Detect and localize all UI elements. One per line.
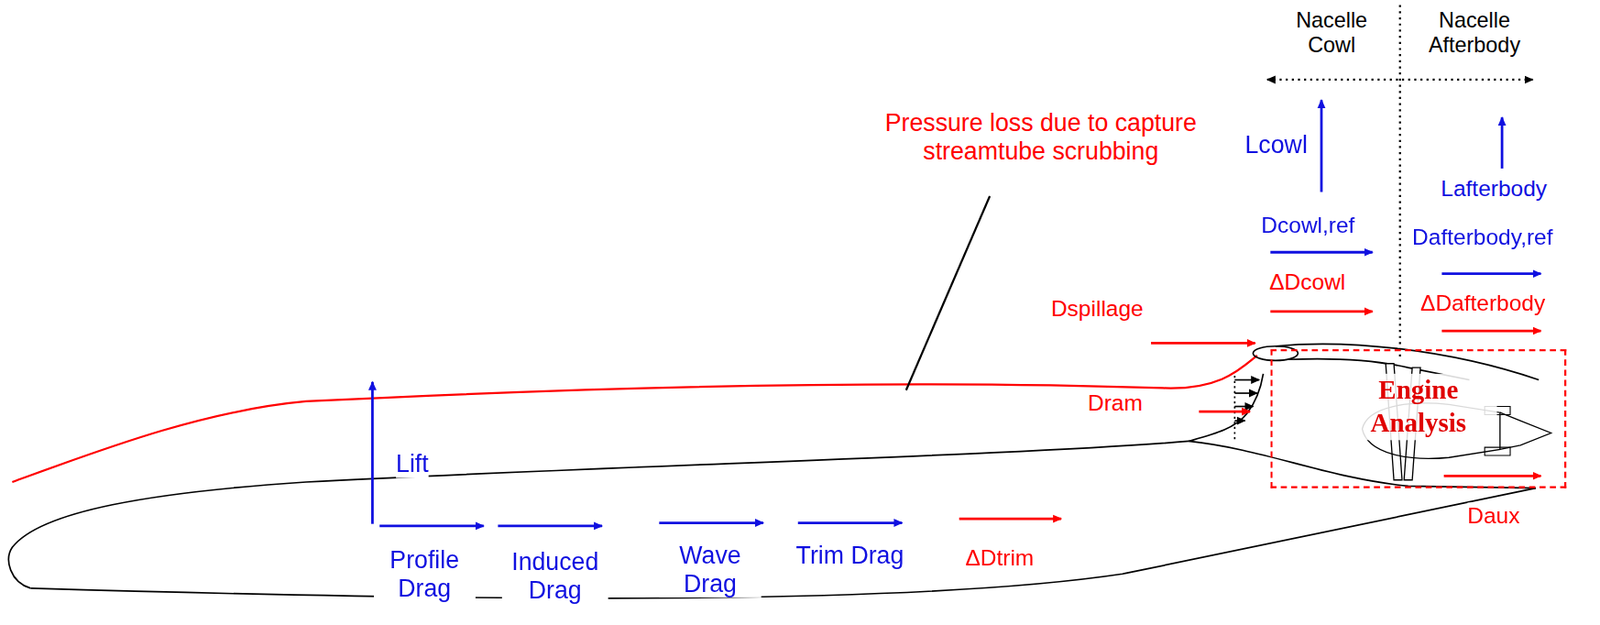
force-label: Daux	[1467, 502, 1520, 528]
force-label: ΔDcowl	[1269, 269, 1346, 296]
region-name: Nacelle Afterbody	[1408, 8, 1542, 58]
region-name: Nacelle Cowl	[1283, 8, 1381, 58]
force-label: Dafterbody,ref	[1412, 224, 1553, 251]
force-label: Dspillage	[1051, 295, 1144, 322]
analysis-boundary: Engine Analysis	[1270, 349, 1567, 489]
force-label: Dram	[1087, 390, 1143, 417]
force-label: Lift	[395, 449, 429, 478]
force-label: Induced Drag	[502, 547, 609, 603]
force-label: Lafterbody	[1440, 175, 1547, 202]
box-title: Engine Analysis	[1339, 373, 1497, 440]
force-label: ΔDtrim	[964, 545, 1034, 571]
force-label: Trim Drag	[796, 541, 905, 570]
force-label: Lcowl	[1244, 131, 1307, 160]
force-label: Wave Drag	[658, 541, 761, 598]
callout-note: Pressure loss due to capture streamtube …	[879, 108, 1203, 165]
force-label: Profile Drag	[373, 545, 476, 602]
force-label: Dcowl,ref	[1260, 212, 1355, 239]
force-label: ΔDafterbody	[1420, 289, 1546, 316]
